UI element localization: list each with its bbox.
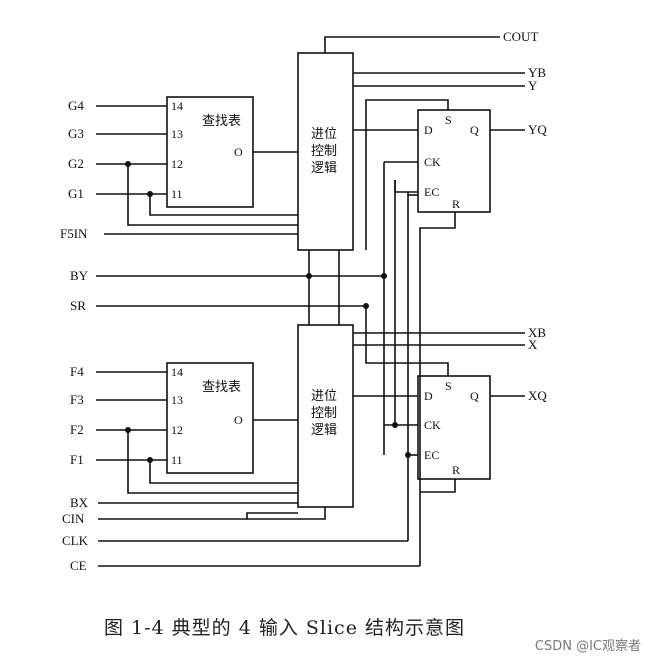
lut-bottom-out: O [234,413,243,427]
lut-top-title: 查找表 [202,114,241,129]
lut-bottom-title: 查找表 [202,380,241,395]
ff-top-ck: CK [424,155,441,169]
input-by-label: BY [70,268,89,283]
lut-top-pin-14: 14 [171,99,183,113]
carry-bottom-line2: 控制 [311,406,337,421]
input-clk-label: CLK [62,533,89,548]
ff-bottom-box [417,375,491,480]
output-cout-label: COUT [503,29,538,44]
lut-bottom-pin-11: 11 [171,453,183,467]
ff-top-s: S [445,113,452,127]
carry-top-line3: 逻辑 [311,161,337,176]
carry-top-line1: 进位 [311,127,337,142]
input-f5in-label: F5IN [60,226,88,241]
output-xq-label: XQ [528,388,547,403]
lut-bottom-pin-14: 14 [171,365,183,379]
ff-bottom-s: S [445,379,452,393]
figure-caption: 图 1-4 典型的 4 输入 Slice 结构示意图 [104,617,465,639]
ff-bottom-d: D [424,389,433,403]
ff-bottom-q: Q [470,389,479,403]
input-cin-label: CIN [62,511,85,526]
input-g3-label: G3 [68,126,84,141]
output-yq-label: YQ [528,122,547,137]
ff-top-q: Q [470,123,479,137]
input-f1-label: F1 [70,452,84,467]
input-g4-label: G4 [68,98,84,113]
input-sr-label: SR [70,298,86,313]
ff-bottom-r: R [452,463,460,477]
ff-top-box [417,109,491,213]
output-yb-label: YB [528,65,546,80]
input-g1-label: G1 [68,186,84,201]
lut-top-out: O [234,145,243,159]
ff-top-d: D [424,123,433,137]
carry-top-line2: 控制 [311,144,337,159]
carry-bottom-line3: 逻辑 [311,423,337,438]
watermark: CSDN @IC观察者 [534,639,641,654]
input-f3-label: F3 [70,392,84,407]
output-x-label: X [528,337,538,352]
output-xb-label: XB [528,325,546,340]
lut-top-pin-12: 12 [171,157,183,171]
input-f2-label: F2 [70,422,84,437]
lut-bottom-pin-13: 13 [171,393,183,407]
ff-top-r: R [452,197,460,211]
input-ce-label: CE [70,558,87,573]
lut-top-pin-13: 13 [171,127,183,141]
junction-dots [125,161,411,463]
ff-bottom-ec: EC [424,448,439,462]
carry-bottom-line1: 进位 [311,389,337,404]
lut-bottom-box [166,362,254,474]
input-f4-label: F4 [70,364,84,379]
ff-bottom-ck: CK [424,418,441,432]
ff-top-ec: EC [424,185,439,199]
input-bx-label: BX [70,495,89,510]
lut-bottom-pin-12: 12 [171,423,183,437]
input-g2-label: G2 [68,156,84,171]
output-y-label: Y [528,78,538,93]
lut-top-pin-11: 11 [171,187,183,201]
